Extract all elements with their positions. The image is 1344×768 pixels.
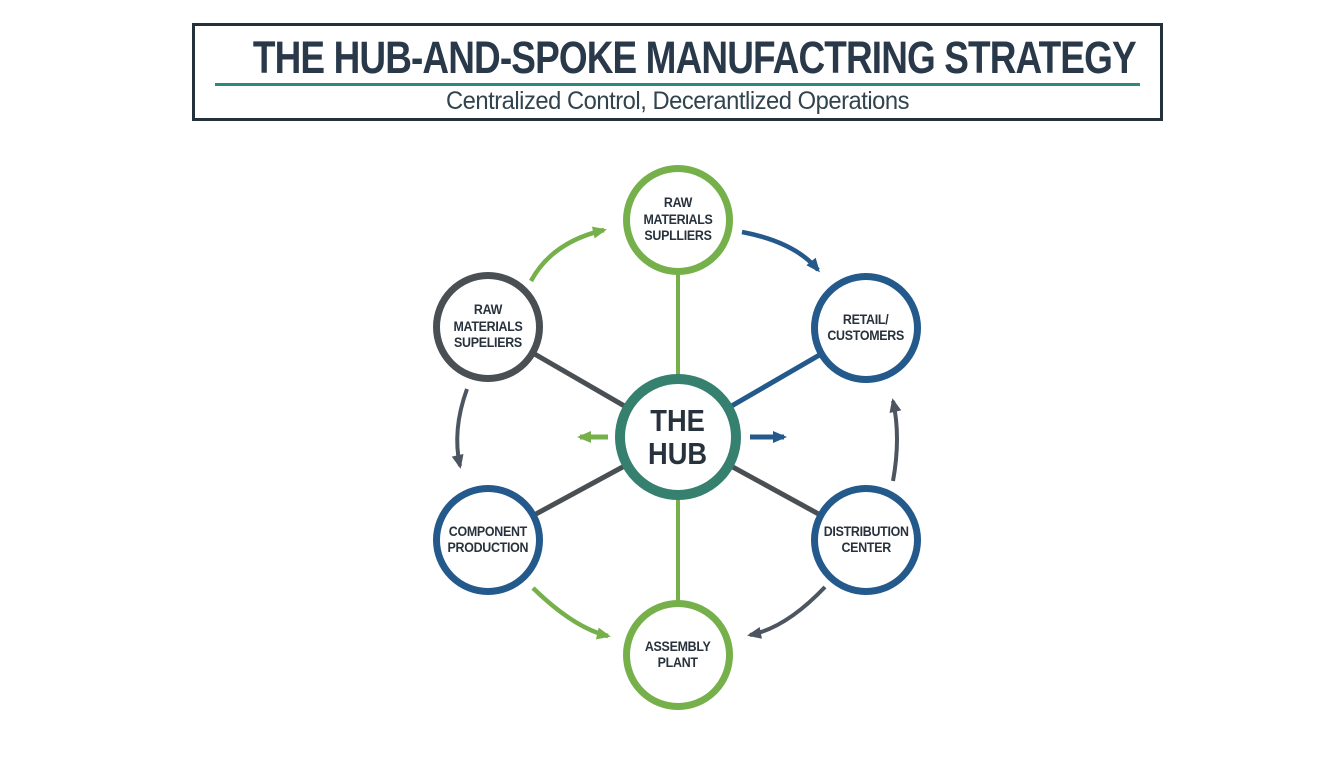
page-subtitle: Centralized Control, Decerantlized Opera… (445, 87, 910, 115)
title-underline (215, 83, 1140, 86)
node-label: RAW MATERIALS SUPLLIERS (634, 195, 722, 244)
node-label: COMPONENT PRODUCTION (448, 524, 529, 557)
node-label-line1: RETAIL/ (843, 311, 889, 327)
node-label-line2: CENTER (841, 540, 891, 555)
arc-left-to-lower-left-arrow (451, 388, 469, 469)
node-component-production: COMPONENT PRODUCTION (433, 485, 543, 595)
hub-label: THE HUB (648, 402, 708, 471)
node-retail-customers: RETAIL/ CUSTOMERS (811, 273, 921, 383)
arc-top-to-right-arrow (741, 229, 820, 273)
node-label-line2: SUPELIERS (454, 335, 522, 351)
arc-lower-right-to-right-arrow (889, 398, 902, 482)
title-box: THE HUB-AND-SPOKE MANUFACTRING STRATEGY … (192, 23, 1163, 121)
node-raw-materials-suppliers-left: RAW MATERIALS SUPELIERS (433, 272, 543, 382)
node-label-line1: DISTRIBUTION (823, 523, 909, 539)
node-raw-materials-suppliers-top: RAW MATERIALS SUPLLIERS (623, 165, 733, 275)
node-assembly-plant: ASSEMBLY PLANT (623, 600, 733, 710)
arc-lower-right-to-bottom-arrow (747, 585, 827, 639)
node-label: RAW MATERIALS SUPELIERS (444, 302, 532, 351)
arc-lower-left-to-bottom-arrow (531, 586, 611, 640)
arc-left-to-top-arrow (529, 226, 607, 283)
node-label: ASSEMBLY PLANT (645, 639, 711, 672)
hub-label-line1: THE (650, 402, 706, 438)
page-title: THE HUB-AND-SPOKE MANUFACTRING STRATEGY (252, 32, 1137, 83)
node-distribution-center: DISTRIBUTION CENTER (811, 485, 921, 595)
node-label: RETAIL/ CUSTOMERS (828, 312, 905, 345)
hub-label-line2: HUB (648, 436, 708, 471)
node-label-line1: RAW MATERIALS (453, 302, 523, 334)
node-label-line1: COMPONENT (448, 523, 528, 539)
node-label-line1: ASSEMBLY (645, 638, 711, 654)
node-label-line2: SUPLLIERS (644, 228, 712, 244)
node-label-line1: RAW MATERIALS (643, 195, 713, 227)
node-label-line2: PRODUCTION (447, 540, 529, 555)
node-the-hub: THE HUB (615, 374, 741, 500)
node-label: DISTRIBUTION CENTER (823, 524, 908, 557)
node-label-line2: PLANT (657, 655, 699, 670)
node-label-line2: CUSTOMERS (827, 328, 905, 343)
